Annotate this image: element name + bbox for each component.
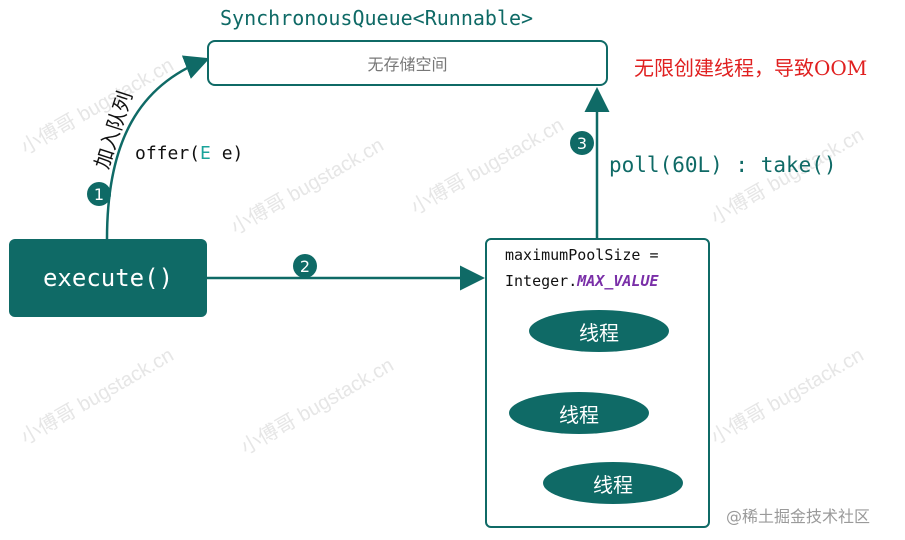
offer-method: offer( bbox=[135, 143, 201, 164]
pool-size-line1: maximumPoolSize = bbox=[505, 246, 659, 264]
oom-note: 无限创建线程，导致OOM bbox=[634, 56, 868, 80]
source-watermark: @稀土掘金技术社区 bbox=[726, 507, 871, 526]
execute-label: execute() bbox=[42, 264, 174, 292]
thread-ellipse: 线程 bbox=[509, 392, 649, 434]
synchronous-queue-box: 无存储空间 bbox=[207, 40, 608, 86]
poll-label: poll(60L) : take() bbox=[609, 153, 837, 177]
offer-type: E bbox=[200, 143, 211, 164]
queue-label: 无存储空间 bbox=[367, 55, 448, 74]
step-2-badge: 2 bbox=[293, 254, 317, 278]
execute-box: execute() bbox=[9, 239, 207, 317]
pool-size-class: Integer. bbox=[505, 272, 578, 290]
queue-title: SynchronousQueue<Runnable> bbox=[220, 6, 534, 30]
enqueue-arrow bbox=[105, 55, 210, 240]
thread-label: 线程 bbox=[559, 402, 599, 427]
thread-ellipse: 线程 bbox=[529, 310, 669, 352]
step-3-badge: 3 bbox=[570, 131, 594, 155]
thread-ellipse: 线程 bbox=[543, 462, 683, 504]
pool-size-const: MAX_VALUE bbox=[577, 272, 659, 290]
offer-arg: e) bbox=[210, 143, 244, 164]
thread-label: 线程 bbox=[593, 472, 633, 497]
thread-label: 线程 bbox=[579, 320, 619, 345]
thread-pool-box: maximumPoolSize = Integer.MAX_VALUE 线程 线… bbox=[485, 238, 710, 528]
pool-size-line2: Integer.MAX_VALUE bbox=[505, 272, 659, 290]
offer-label: offer(E e) bbox=[135, 143, 243, 164]
step-1-badge: 1 bbox=[87, 182, 111, 206]
